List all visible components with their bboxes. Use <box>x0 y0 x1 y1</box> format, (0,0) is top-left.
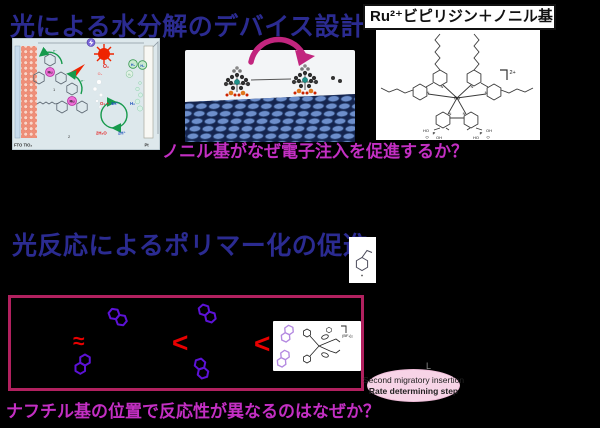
cycle-arc-right <box>111 101 128 133</box>
dyad-link <box>250 78 292 81</box>
photoelectrochemical-cell-figure: FTO TiO₂ Pt Ru 1 Ru 2 e⁻ <box>12 38 160 150</box>
reactivity-comparison-box: (BF₄)₂ ≈ < < <box>8 295 364 391</box>
svg-text:N: N <box>427 91 430 95</box>
bolt-icon <box>89 39 94 46</box>
pd-charge-bracket <box>341 325 347 333</box>
electron-label-2: e⁻ <box>81 79 85 83</box>
styrene-structure <box>349 237 376 283</box>
svg-text:OH: OH <box>436 135 442 140</box>
counterion-label: (BF₄)₂ <box>342 333 353 338</box>
polymerization-title: 光反応によるポリマー化の促進 <box>12 232 369 260</box>
ru-complex-2-rings <box>56 82 88 114</box>
svg-text:O: O <box>486 135 489 140</box>
cycle-h2-label: H₂ <box>130 101 135 106</box>
fto-label: FTO TiO₂ <box>14 143 32 148</box>
cycle-water-label: 2H₂O <box>96 131 107 136</box>
h2-badge-1 <box>128 59 138 69</box>
water-splitting-title: 光による水分解のデバイス設計 <box>10 13 366 41</box>
rate-step-ellipse: Second migratory insertion Rate determin… <box>363 369 464 402</box>
ru-structure-header: Ru²⁺ビピリジン＋ノニル基 <box>363 4 556 30</box>
naphthyl-question: ナフチル基の位置で反応性が異なるのはなぜか？ <box>6 402 380 421</box>
svg-text:OH: OH <box>486 128 492 133</box>
ligand-label: L <box>426 361 432 371</box>
complex2-number: 2 <box>68 134 71 139</box>
radical-dot <box>361 274 363 277</box>
rate-step-line2: Rate determining step <box>368 385 459 396</box>
sun-icon <box>98 48 110 60</box>
curved-arrow-icon <box>248 36 315 66</box>
pt-electrode <box>143 45 154 139</box>
hydrogen-bubbles <box>134 81 143 112</box>
pd-complex-sketch <box>303 326 341 364</box>
cycle-protons-label: 2H⁺ <box>118 131 126 136</box>
md-simulation-figure <box>185 50 355 142</box>
tio2-slab-atoms <box>185 94 355 142</box>
nonyl-question: ノニル基がなぜ電子注入を促進するか？ <box>162 142 468 161</box>
h2-badge-1-label: H₂ <box>131 63 136 67</box>
comparison-graphics: (BF₄)₂ <box>69 301 361 381</box>
phosphonate-labels: HO P O OH OH P O HO <box>423 128 492 140</box>
svg-text:N: N <box>471 85 474 89</box>
pendant-atom-2 <box>338 79 342 83</box>
h2-badge-faint <box>125 70 134 78</box>
cycle-arc-left <box>100 97 117 129</box>
electron-arrow-1 <box>38 46 63 65</box>
ru-center-1 <box>45 67 55 77</box>
h2-badge-faint-label: H₂ <box>128 72 132 76</box>
ru-label-1: Ru <box>47 71 53 75</box>
ru-metal-label: Ru <box>454 96 460 101</box>
pendant-atom-1 <box>331 76 335 80</box>
tio2-particles <box>21 46 37 138</box>
structure-background <box>376 30 540 140</box>
anchor-linker <box>36 101 60 105</box>
less-than-symbol-1: < <box>172 327 189 358</box>
svg-text:HO: HO <box>473 135 479 140</box>
electron-arrow-2 <box>66 70 83 95</box>
pd-catalyst-panel: (BF₄)₂ <box>272 321 361 371</box>
svg-text:O: O <box>425 135 428 140</box>
pd-panel-background <box>273 321 361 371</box>
svg-text:P: P <box>480 131 483 136</box>
svg-text:N: N <box>485 91 488 95</box>
cycle-o2-label: O₂ + <box>100 101 109 106</box>
cycle-4h-label: 4H⁺ <box>111 101 119 106</box>
benzene-ring <box>355 256 369 272</box>
h2-badge-2 <box>137 60 148 70</box>
ru-center-2 <box>67 96 77 106</box>
approx-symbol: ≈ <box>73 330 85 353</box>
nitrogen-labels: N N N N N N <box>427 85 488 116</box>
o2-gas-label: O₂ <box>103 64 109 70</box>
svg-text:P: P <box>433 131 436 136</box>
ru-label-2: Ru <box>69 100 75 104</box>
o2-gas-label-small: O₂ <box>98 72 103 76</box>
ru-complex-1-rings <box>33 53 67 85</box>
charge-bracket <box>500 69 508 80</box>
purple-naphthyl-groups <box>69 301 218 381</box>
svg-text:HO: HO <box>423 128 429 133</box>
svg-text:N: N <box>463 112 466 116</box>
pt-label: Pt <box>145 143 150 148</box>
vinyl-group <box>361 249 373 258</box>
less-than-symbol-2: < <box>254 328 271 359</box>
rate-step-line1: Second migratory insertion <box>362 374 465 385</box>
complex1-number: 1 <box>53 87 56 92</box>
svg-text:N: N <box>441 85 444 89</box>
ru-complex-structure: 2+ Ru N N N N N N HO P O OH OH P O HO <box>376 30 540 140</box>
svg-text:N: N <box>449 112 452 116</box>
electron-label-1: e⁻ <box>53 49 57 53</box>
h2-badge-2-label: H₂ <box>140 64 145 68</box>
bipyridine-rings <box>380 33 534 131</box>
oxygen-bubbles <box>92 79 103 109</box>
charge-label: 2+ <box>510 70 516 76</box>
fto-glass <box>14 45 21 139</box>
